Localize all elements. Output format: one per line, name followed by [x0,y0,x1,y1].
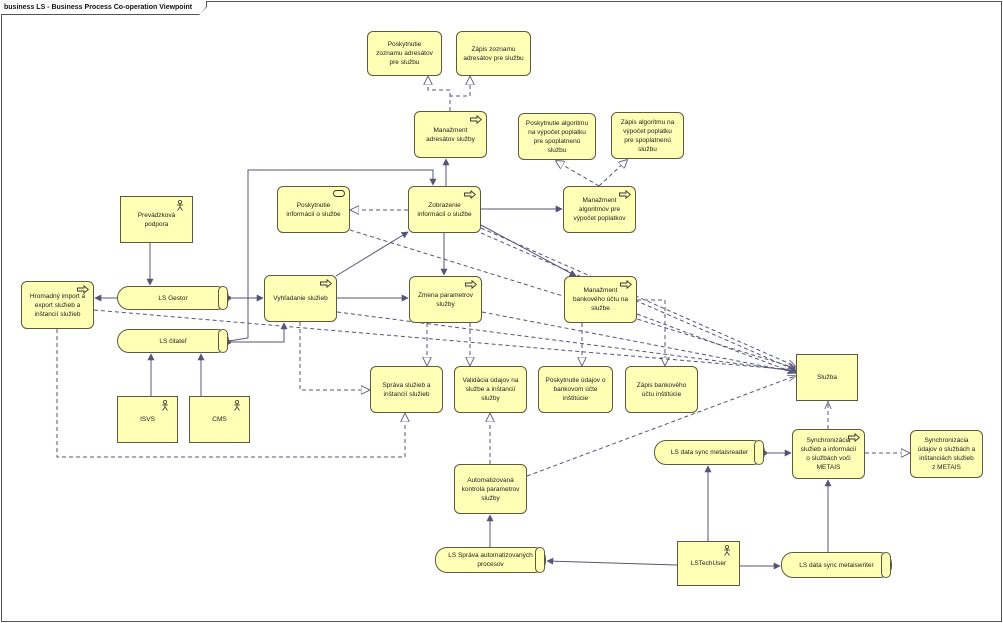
process-arrow-icon [470,115,482,124]
edge-manazment-bankoveho-to-zapis [637,299,665,365]
node-poskytnutie-udajov-bankovy-ucet[interactable]: Poskytnutie údajov o bankovom účte inšti… [538,366,613,413]
actor-icon [176,200,188,211]
edge-hromadny-to-sluzba [93,309,795,370]
node-ls-gestor[interactable]: LS Gestor [117,286,229,310]
diagram-title: business LS - Business Process Co-operat… [1,1,207,15]
edge-zmena-to-sluzba [481,311,795,372]
edge-ls-citatel-to-vyhladanie [227,322,288,344]
process-arrow-icon [77,285,89,294]
edge-hromadny-to-sprava [56,329,405,458]
node-zapis-zoznamu-adresatov[interactable]: Zápis zoznamu adresátov pre službu [456,31,531,76]
edge-ls-citatel-to-zobrazenie [228,178,249,342]
node-manazment-adresatov-sluzby[interactable]: Manažment adresátov služby [414,111,487,158]
actor-icon [233,400,245,411]
edge-zobrazenie-to-sluzba [480,227,795,366]
node-ls-data-sync-metaisreader[interactable]: LS data sync metaisreader [654,440,765,465]
node-validacia-udajov[interactable]: Validácia údajov na službe a inštancií s… [454,366,527,413]
node-manazment-algoritmov[interactable]: Manažment algoritmov pre výpočet poplatk… [563,186,636,233]
process-arrow-icon [465,280,477,289]
node-zmena-parametrov[interactable]: Zmena parametrov služby [409,276,482,323]
edge-lstechuser-to-ls-sprava [546,557,678,566]
node-cms[interactable]: CMS [189,396,250,443]
process-arrow-icon [620,280,632,289]
node-zapis-algoritmu[interactable]: Zápis algoritmu na výpočet poplatku pre … [611,112,684,159]
node-synchronizacia-udajov[interactable]: Synchronizácia údajov o službách a inšta… [910,430,983,478]
edge-vyhladanie-to-sprava [299,322,369,390]
node-ls-citatel[interactable]: LS čitateľ [117,329,229,353]
edge-vyhladanie-to-zobrazenie [335,231,409,277]
node-ls-data-sync-metaiswriter[interactable]: LS data sync metaiswriter [781,552,892,578]
node-isvs[interactable]: ISVS [117,396,178,443]
edge-ls-gestor-to-zobrazenie [240,169,437,299]
node-sprava-sluzieb[interactable]: Správa služieb a inštancií služieb [370,366,443,413]
node-hromadny-import-export[interactable]: Hromadný import a export služieb a inšta… [21,281,94,329]
node-zapis-bankoveho-uctu[interactable]: Zápis bankového účtu inštitúcie [625,366,698,413]
process-arrow-icon [619,190,631,199]
edge-manazment-bankoveho-to-sluzba [636,313,795,373]
node-lstechuser[interactable]: LSTechUser [677,541,740,586]
node-vyhladanie-sluzieb[interactable]: Vyhľadanie služieb [264,275,337,322]
node-ls-sprava-automatizovanych-procesov[interactable]: LS Správa automatizovaných procesov [435,547,546,573]
process-arrow-icon [464,190,476,199]
edge-manazment-adresatov-to-zapis [449,77,470,111]
node-zobrazenie-informacii[interactable]: Zobrazenie informácií o službe [408,186,481,233]
node-manazment-bankoveho-uctu[interactable]: Manažment bankového účtu na službe [564,276,637,323]
edge-automatizovana-to-sluzba [526,376,795,477]
node-poskytnutie-algoritmu[interactable]: Poskytnutie algoritmu na výpočet poplatk… [518,113,596,160]
edge-zobrazenie-to-sluzba-2 [480,232,795,370]
node-poskytnutie-informacii[interactable]: Poskytnutie informácií o službe [277,186,350,233]
node-synchronizacia-sluzieb[interactable]: Synchronizácia služieb a informácií o sl… [792,429,865,479]
service-icon [333,190,345,199]
node-poskytnutie-zoznamu-adresatov[interactable]: Poskytnutie zoznamu adresátov pre službu [367,31,442,76]
node-sluzba[interactable]: Služba [796,354,858,401]
node-automatizovana-kontrola[interactable]: Automatizovaná kontrola parametrov služb… [454,464,527,514]
actor-icon [161,400,173,411]
process-arrow-icon [848,433,860,442]
edge-manazment-algoritmov-to-zapis [598,160,627,187]
process-arrow-icon [320,279,332,288]
edge-zobrazenie-to-manazment-bankoveho [480,224,577,277]
node-prevadzkova-podpora[interactable]: Prevádzková podpora [120,196,193,243]
edge-manazment-algoritmov-to-poskytnutie [556,161,600,187]
edge-manazment-adresatov-to-poskytnutie [428,77,451,111]
actor-icon [723,545,735,556]
